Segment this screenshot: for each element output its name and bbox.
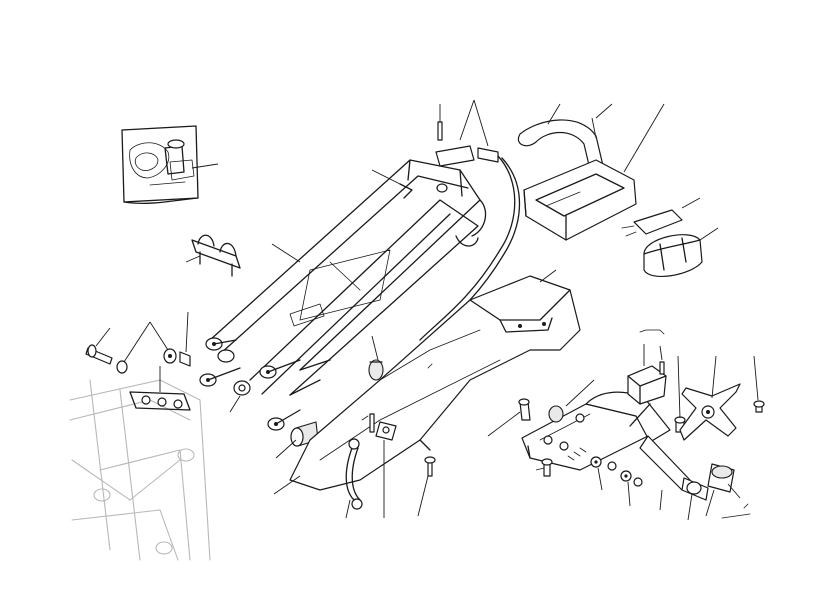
number-plate-bracket <box>679 355 765 441</box>
seat-lock-cable <box>368 99 521 381</box>
tool-kit-roll <box>643 227 719 277</box>
rear-subframe <box>199 159 487 459</box>
document-holder <box>621 197 701 237</box>
turn-signal-mounts <box>627 329 751 521</box>
misc-leaders <box>273 335 379 495</box>
cable-clip <box>185 234 241 277</box>
main-frame-ghost <box>69 366 211 561</box>
frame-mounting-bolts <box>85 311 191 374</box>
license-plate-holder <box>518 379 691 511</box>
tool-tray <box>517 103 665 241</box>
mudguard-undertray <box>289 269 581 491</box>
earth-cable <box>345 438 363 519</box>
mudguard-fasteners <box>369 413 436 518</box>
inset-ignition-lock <box>121 125 219 204</box>
